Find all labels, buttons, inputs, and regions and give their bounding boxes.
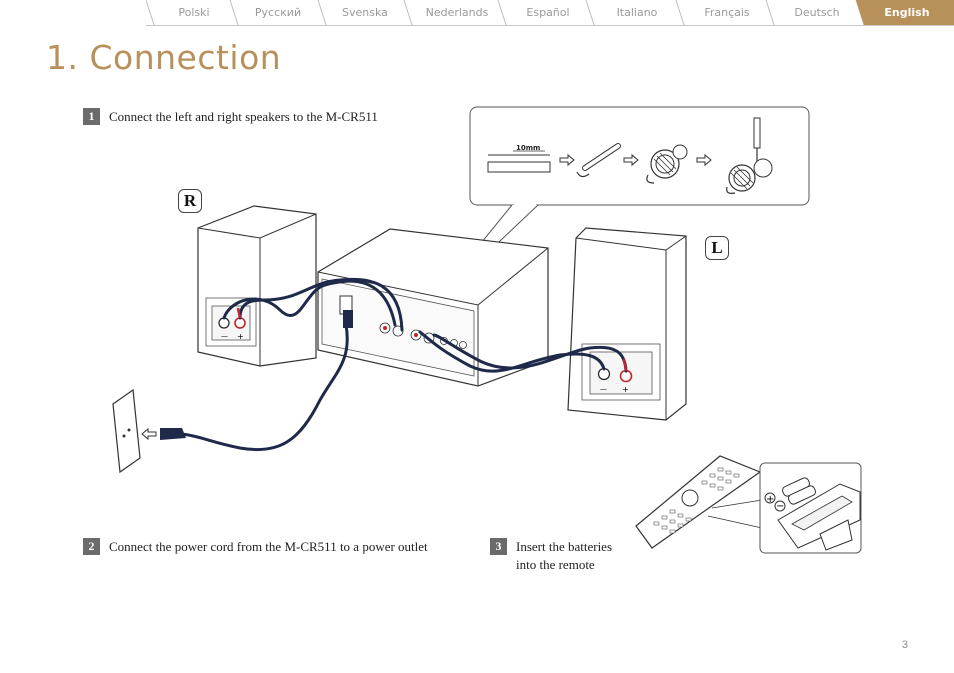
remote-icon xyxy=(635,455,763,549)
arrow-left-icon xyxy=(141,427,157,441)
terminal-loosen-icon xyxy=(646,144,688,184)
wall-outlet-icon xyxy=(112,388,157,474)
language-tabs-background xyxy=(146,0,954,26)
tab-espanol[interactable]: Español xyxy=(526,6,570,19)
step-1: 1 Connect the left and right speakers to … xyxy=(83,108,378,126)
arrow-right-icon xyxy=(623,153,639,167)
step-2: 2 Connect the power cord from the M-CR511… xyxy=(83,538,428,556)
svg-text:+: + xyxy=(766,494,774,505)
left-speaker-badge: L xyxy=(705,236,729,260)
tab-english[interactable]: English xyxy=(884,6,930,19)
step-text: Connect the power cord from the M-CR511 … xyxy=(109,539,428,554)
battery-inset: + − xyxy=(759,462,862,554)
power-plug-icon xyxy=(160,428,186,440)
step-number: 2 xyxy=(83,538,100,555)
twist-wire-icon xyxy=(576,143,621,178)
page-number: 3 xyxy=(901,639,908,651)
battery-icon xyxy=(782,477,816,505)
arrow-right-icon xyxy=(696,153,712,167)
arrow-right-icon xyxy=(559,153,575,167)
svg-text:−: − xyxy=(776,501,784,512)
speaker-cables xyxy=(222,277,628,373)
page-title: 1. Connection xyxy=(46,38,282,77)
step-number: 1 xyxy=(83,108,100,125)
svg-text:—: — xyxy=(600,385,607,393)
power-plug-icon xyxy=(343,310,353,328)
receiver-icon xyxy=(317,228,549,387)
active-tab-highlight xyxy=(856,0,954,25)
tab-italiano[interactable]: Italiano xyxy=(616,6,658,19)
tab-polski[interactable]: Polski xyxy=(178,6,210,19)
svg-text:+: + xyxy=(237,332,244,341)
wire-strip-length-label: 10mm xyxy=(516,144,540,152)
step-3: 3 Insert the batteries into the remote xyxy=(490,538,630,574)
tab-svenska[interactable]: Svenska xyxy=(342,6,388,19)
tab-russian[interactable]: Русский xyxy=(254,6,302,19)
speaker-left-icon: — + xyxy=(567,227,687,421)
power-cord xyxy=(160,310,353,452)
right-speaker-badge: R xyxy=(178,189,202,213)
terminal-tighten-icon xyxy=(726,117,773,194)
step-number: 3 xyxy=(490,538,507,555)
svg-text:—: — xyxy=(221,332,228,340)
tab-nederlands[interactable]: Nederlands xyxy=(425,6,489,19)
step-text: Insert the batteries into the remote xyxy=(516,539,613,572)
speaker-right-icon: — + xyxy=(197,205,317,367)
tab-francais[interactable]: Français xyxy=(704,6,750,19)
step-text: Connect the left and right speakers to t… xyxy=(109,109,378,124)
tab-deutsch[interactable]: Deutsch xyxy=(794,6,840,19)
language-tabs: Polski Русский Svenska Nederlands Españo… xyxy=(146,0,954,26)
svg-text:+: + xyxy=(622,385,629,394)
stripped-wire-icon xyxy=(487,150,551,173)
